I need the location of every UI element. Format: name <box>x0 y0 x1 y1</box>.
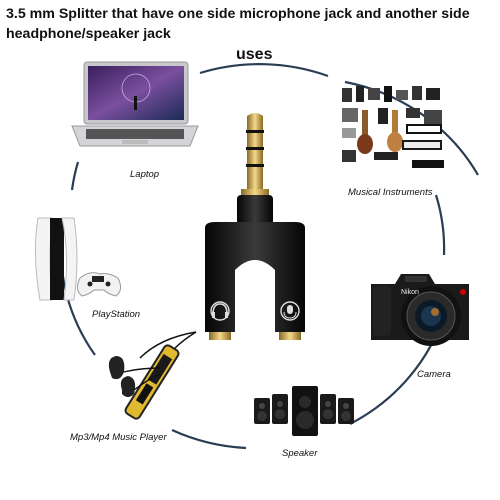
laptop-icon <box>70 60 200 155</box>
device-label-laptop: Laptop <box>130 169 160 180</box>
speaker-icon <box>250 382 360 442</box>
camera-icon: Nikon <box>365 262 475 352</box>
mp3-player-icon <box>100 328 200 428</box>
uses-heading: uses <box>236 46 273 63</box>
device-label-playstation: PlayStation <box>92 309 141 320</box>
device-label-speaker: Speaker <box>282 448 318 459</box>
musical-instruments-icon <box>338 80 448 180</box>
device-label-mp3-player: Mp3/Mp4 Music Player <box>70 432 167 443</box>
device-label-camera: Camera <box>417 369 451 380</box>
device-label-musical-instruments: Musical Instruments <box>348 187 433 198</box>
audio-splitter-icon <box>195 110 315 350</box>
playstation-icon <box>28 214 128 304</box>
page-title: 3.5 mm Splitter that have one side micro… <box>6 6 470 42</box>
svg-text:Nikon: Nikon <box>401 289 419 296</box>
